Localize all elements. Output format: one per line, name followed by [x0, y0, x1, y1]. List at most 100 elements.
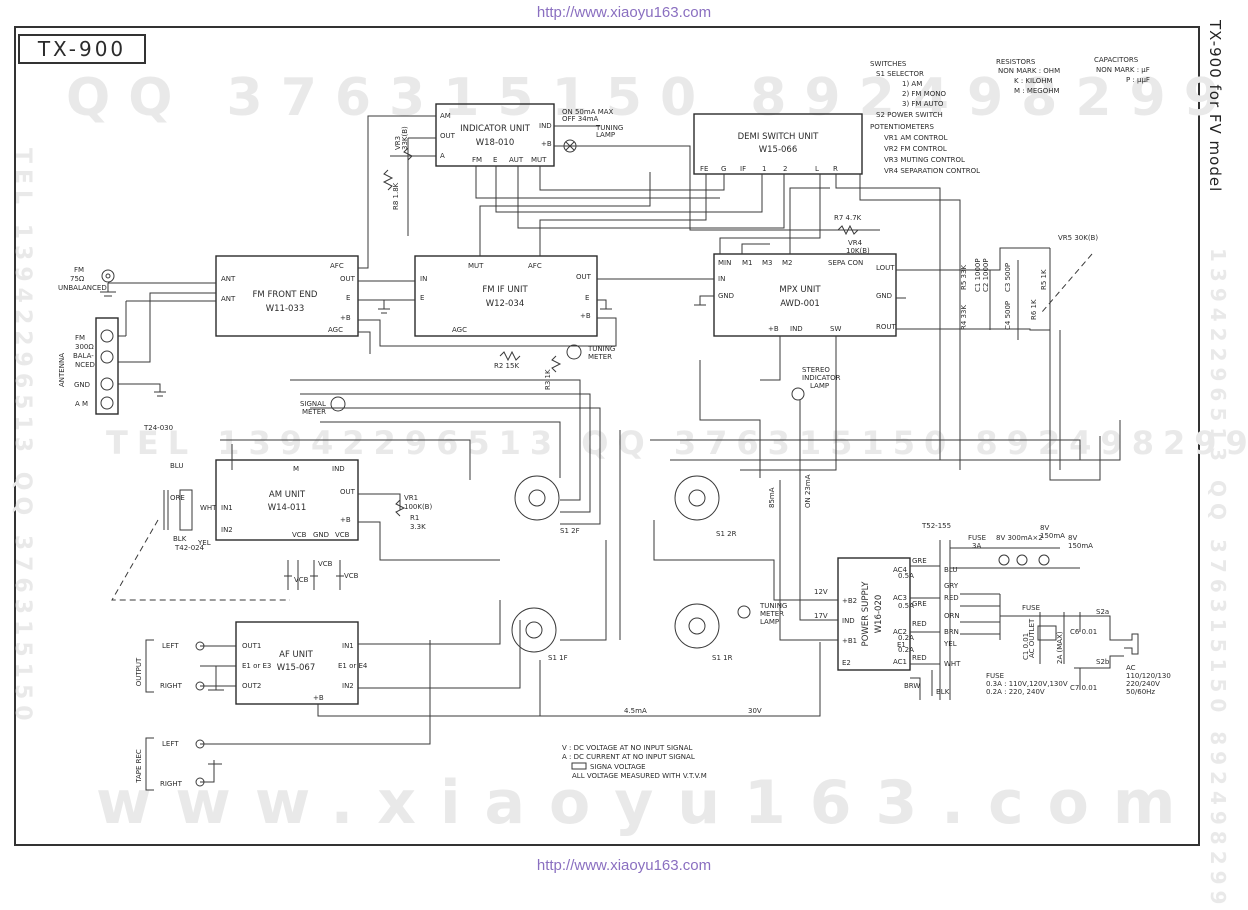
svg-text:MPX UNIT: MPX UNIT [779, 285, 821, 295]
svg-text:AM: AM [440, 112, 451, 120]
svg-text:+B: +B [768, 325, 779, 333]
svg-text:M3: M3 [762, 259, 773, 267]
svg-text:FM IF UNIT: FM IF UNIT [482, 285, 528, 295]
svg-text:AFC: AFC [528, 262, 542, 270]
svg-text:VR1: VR1 [404, 494, 418, 502]
svg-text:LOUT: LOUT [876, 264, 895, 272]
vc-capacitors: VCB VCB VCB [284, 560, 359, 590]
svg-text:IN2: IN2 [342, 682, 354, 690]
svg-text:VR4 SEPARATION CONTROL: VR4 SEPARATION CONTROL [884, 167, 980, 175]
svg-text:0.3A : 110V,120V,130V: 0.3A : 110V,120V,130V [986, 680, 1068, 688]
svg-text:METER: METER [760, 610, 784, 618]
svg-text:AM UNIT: AM UNIT [269, 490, 306, 500]
svg-text:BALA-: BALA- [73, 352, 94, 360]
svg-text:AFC: AFC [330, 262, 344, 270]
svg-text:GND: GND [74, 381, 90, 389]
svg-text:AUT: AUT [509, 156, 524, 164]
svg-text:4.5mA: 4.5mA [624, 707, 647, 715]
svg-text:FUSE: FUSE [968, 534, 986, 542]
meters-and-lamps: ON 50mA MAX OFF 34mA TUNING LAMP TUNING … [300, 108, 841, 626]
svg-text:GND: GND [718, 292, 734, 300]
svg-text:IN1: IN1 [342, 642, 354, 650]
fm-if-unit: FM IF UNIT W12-034 MUT AFC IN E OUT E +B… [414, 255, 598, 337]
svg-text:V : DC VOLTAGE AT NO INPUT SIG: V : DC VOLTAGE AT NO INPUT SIGNAL [562, 744, 693, 752]
watermark-qq: QQ 376315150 892498299 [66, 68, 1238, 128]
svg-text:ANT: ANT [221, 295, 236, 303]
demi-switch-unit: DEMI SWITCH UNIT W15-066 FE G IF 1 2 L R [693, 113, 863, 175]
svg-text:A M: A M [75, 400, 88, 408]
svg-text:RIGHT: RIGHT [160, 780, 183, 788]
svg-text:MUT: MUT [468, 262, 484, 270]
svg-text:VR4: VR4 [848, 239, 863, 247]
svg-text:ORN: ORN [944, 612, 960, 620]
svg-text:+B: +B [340, 314, 351, 322]
svg-text:M1: M1 [742, 259, 753, 267]
svg-text:+B: +B [313, 694, 324, 702]
svg-text:ANTENNA: ANTENNA [58, 353, 66, 387]
svg-text:VR5 30K(B): VR5 30K(B) [1058, 234, 1098, 242]
svg-text:RED: RED [912, 654, 927, 662]
svg-text:R1: R1 [410, 514, 419, 522]
svg-text:E: E [585, 294, 589, 302]
svg-text:M : MEGOHM: M : MEGOHM [1014, 87, 1060, 95]
svg-text:VCB: VCB [292, 531, 307, 539]
svg-text:IND: IND [842, 617, 855, 625]
svg-text:110/120/130: 110/120/130 [1126, 672, 1171, 680]
antenna-terminal-block[interactable]: FM 300Ω BALA- NCED GND A M ANTENNA [58, 317, 119, 415]
svg-text:E: E [493, 156, 497, 164]
svg-text:GRE: GRE [912, 600, 927, 608]
svg-text:AWD-001: AWD-001 [780, 299, 820, 309]
svg-text:10K(B): 10K(B) [846, 247, 870, 255]
svg-text:R6 1K: R6 1K [1030, 299, 1038, 320]
svg-text:W14-011: W14-011 [268, 503, 307, 513]
svg-text:S2b: S2b [1096, 658, 1110, 666]
svg-text:TAPE REC: TAPE REC [135, 749, 143, 784]
svg-text:INDICATOR: INDICATOR [802, 374, 841, 382]
svg-text:2A (MAX): 2A (MAX) [1056, 631, 1064, 664]
top-url[interactable]: http://www.xiaoyu163.com [536, 4, 712, 21]
selector-switch-s1[interactable]: S1 2F S1 1F S1 2R S1 1R [511, 475, 737, 662]
watermark-tel: TEL 13942296513 QQ 376315150 892498299 [106, 424, 1248, 462]
svg-text:+B: +B [541, 140, 552, 148]
svg-text:OUTPUT: OUTPUT [135, 657, 143, 686]
model-title: TX-900 [18, 34, 146, 64]
svg-text:3A: 3A [972, 542, 981, 550]
svg-text:R: R [833, 165, 838, 173]
svg-text:8V: 8V [1040, 524, 1049, 532]
svg-text:W12-034: W12-034 [486, 299, 525, 309]
svg-text:BRN: BRN [944, 628, 959, 636]
svg-text:YEL: YEL [943, 640, 957, 648]
svg-text:BLU: BLU [170, 462, 183, 470]
fm-coax-connector[interactable]: FM 75Ω UNBALANCED [58, 266, 115, 292]
svg-text:RIGHT: RIGHT [160, 682, 183, 690]
svg-text:SWITCHES: SWITCHES [870, 60, 907, 68]
svg-text:IND: IND [332, 465, 345, 473]
svg-text:S1 1F: S1 1F [548, 654, 568, 662]
svg-text:OUT: OUT [340, 275, 356, 283]
svg-text:+B1: +B1 [842, 637, 857, 645]
svg-text:P : μμF: P : μμF [1126, 76, 1150, 84]
svg-text:S1 2R: S1 2R [716, 530, 737, 538]
svg-text:VR3 MUTING CONTROL: VR3 MUTING CONTROL [884, 156, 965, 164]
svg-text:E2: E2 [842, 659, 851, 667]
svg-text:GND: GND [876, 292, 892, 300]
svg-text:LEFT: LEFT [162, 642, 179, 650]
output-jacks[interactable]: OUTPUT LEFT RIGHT TAPE REC LEFT RIGHT [135, 639, 205, 791]
mpx-unit: MPX UNIT AWD-001 MIN M1 M3 M2 SEPA CON I… [713, 253, 897, 337]
svg-text:1: 1 [762, 165, 766, 173]
svg-text:OUT: OUT [576, 273, 592, 281]
af-unit: AF UNIT W15-067 OUT1 E1 or E3 OUT2 IN1 E… [235, 621, 368, 705]
svg-text:T52-155: T52-155 [921, 522, 951, 530]
svg-text:UNBALANCED: UNBALANCED [58, 284, 107, 292]
svg-text:DEMI SWITCH UNIT: DEMI SWITCH UNIT [738, 132, 820, 142]
svg-text:IN2: IN2 [221, 526, 233, 534]
svg-text:FUSE: FUSE [986, 672, 1004, 680]
bottom-url[interactable]: http://www.xiaoyu163.com [536, 857, 712, 874]
svg-text:T42-024: T42-024 [174, 544, 205, 552]
svg-text:0.2A: 0.2A [898, 646, 914, 654]
svg-text:POWER SUPPLY: POWER SUPPLY [861, 581, 871, 647]
svg-text:LAMP: LAMP [596, 131, 615, 139]
svg-text:FM: FM [75, 334, 85, 342]
svg-text:75Ω: 75Ω [70, 275, 85, 283]
svg-text:LEFT: LEFT [162, 740, 179, 748]
